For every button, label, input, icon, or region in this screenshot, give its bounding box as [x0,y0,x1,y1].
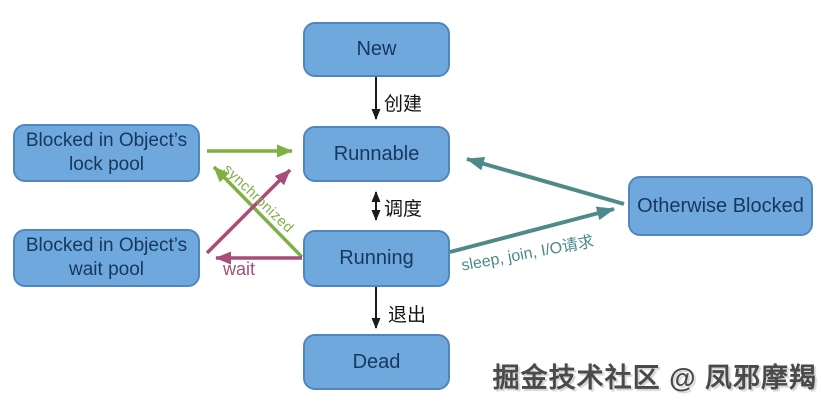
state-label-wait-pool-line1: Blocked in Object’s [25,235,188,257]
state-node-new: New [303,22,450,77]
edge-waitpool-to-runnable [205,168,292,255]
edge-label-wait: wait [223,259,256,279]
state-label-lock-pool-line2: lock pool [69,154,144,175]
edge-label-exit: 退出 [388,305,427,326]
state-label-running: Running [339,247,414,269]
state-label-wait-pool-line2: wait pool [69,259,144,280]
state-node-running: Running [303,230,450,287]
edge-label-schedule: 调度 [384,199,423,220]
state-node-otherwise-blocked: Otherwise Blocked [628,176,813,236]
state-label-dead: Dead [352,350,401,373]
watermark-text: 掘金技术社区 @ 凤邪摩羯 [492,363,817,393]
state-label-otherwise-blocked: Otherwise Blocked [637,194,804,217]
state-node-blocked-lock-pool: Blocked in Object’s lock pool [13,124,200,182]
state-label-runnable: Runnable [333,142,420,165]
state-node-runnable: Runnable [303,126,450,182]
edge-running-to-lockpool-synchronized [212,165,304,259]
edge-running-to-otherwise-blocked [449,206,615,254]
edge-otherwise-blocked-to-runnable [466,156,625,206]
state-node-dead: Dead [303,334,450,390]
state-node-blocked-wait-pool: Blocked in Object’s wait pool [13,229,200,287]
edge-label-create: 创建 [384,94,423,115]
state-label-new: New [356,38,397,60]
state-label-lock-pool-line1: Blocked in Object’s [25,130,188,152]
